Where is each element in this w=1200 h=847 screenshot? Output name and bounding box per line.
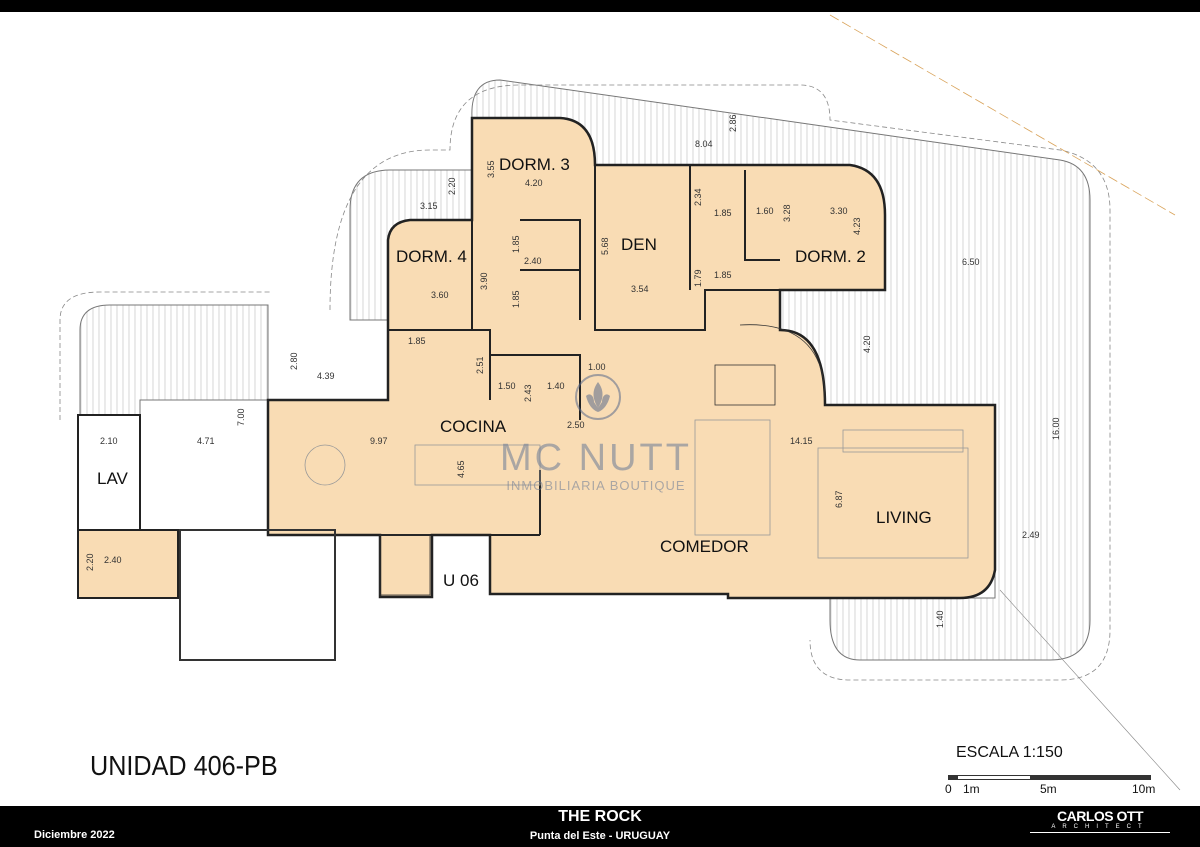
property-line [829,14,1176,216]
dim: 2.49 [1022,530,1040,540]
project-name: THE ROCK [558,808,642,825]
scale-label: ESCALA 1:150 [956,744,1063,761]
architect-name: CARLOS OTT [1057,808,1144,824]
dim: 4.71 [197,436,215,446]
dim: 5.68 [600,237,610,255]
scale-tick: 1m [963,782,980,796]
roof-outline [59,84,1111,681]
room-label-cocina: COCINA [440,417,507,436]
svg-text:MC NUTT: MC NUTT [500,437,692,479]
dim: 2.20 [85,553,95,571]
dim: 4.39 [317,371,335,381]
dim: 6.87 [834,490,844,508]
dim: 2.80 [289,352,299,370]
room-label-living: LIVING [876,508,932,527]
terrace-west [79,304,269,416]
dim: 3.30 [830,206,848,216]
dim: 3.55 [486,160,496,178]
room-labels: DORM. 3 DORM. 4 DEN DORM. 2 COCINA LAV C… [97,155,932,590]
dim: 1.85 [714,208,732,218]
room-label-dorm3: DORM. 3 [499,155,570,174]
fleur-de-lis-icon [575,374,621,420]
room-label-lav: LAV [97,469,129,488]
dim: 1.85 [408,336,426,346]
project-location: Punta del Este - URUGUAY [529,830,671,842]
dim: 8.04 [695,139,713,149]
lav-room [77,414,141,531]
service-area [77,529,179,599]
dim: 7.00 [236,408,246,426]
scale-tick: 10m [1132,782,1156,796]
dim: 3.15 [420,201,438,211]
dim: 1.85 [511,235,521,253]
dim: 1.79 [693,269,703,287]
room-label-dorm2: DORM. 2 [795,247,866,266]
dim: 2.34 [693,188,703,206]
unit-code-label: U 06 [443,571,479,590]
dim: 2.50 [567,420,585,430]
dim: 1.60 [756,206,774,216]
scale-tick: 5m [1040,782,1057,796]
top-border [0,0,1200,12]
dim: 3.90 [479,272,489,290]
architect-logo: CARLOS OTT ARCHITECT [1030,808,1170,833]
dim: 4.23 [852,217,862,235]
svg-text:INMOBILIARIA BOUTIQUE: INMOBILIARIA BOUTIQUE [506,478,685,493]
property-line-2 [999,589,1181,791]
furniture [304,419,969,559]
room-label-comedor: COMEDOR [660,537,749,556]
dim: 2.51 [475,356,485,374]
scale-graphic [948,775,1151,780]
dim: 2.40 [524,256,542,266]
dim: 2.10 [100,436,118,446]
unit-title: UNIDAD 406-PB [90,750,278,781]
dim: 3.28 [782,204,792,222]
dim: 4.20 [525,178,543,188]
dim: 2.43 [523,384,533,402]
dim: 2.20 [447,177,457,195]
dim: 16.00 [1051,417,1061,440]
dim: 2.86 [728,114,738,132]
room-label-dorm4: DORM. 4 [396,247,467,266]
dim: 1.00 [588,362,606,372]
room-label-den: DEN [621,235,657,254]
dim: 1.40 [547,381,565,391]
fleur-de-lis-shape [586,382,610,412]
dim: 6.50 [962,257,980,267]
architect-subtitle: ARCHITECT [1030,824,1170,833]
title-block: Diciembre 2022 THE ROCK Punta del Este -… [0,806,1200,847]
dimension-labels: 2.86 8.04 3.55 4.20 2.20 3.15 1.85 2.40 … [85,114,1061,628]
unit-floor-area [266,116,997,600]
dim: 1.85 [511,290,521,308]
floor-plan: 2.86 8.04 3.55 4.20 2.20 3.15 1.85 2.40 … [59,14,1181,791]
dim: 1.50 [498,381,516,391]
staircase [179,324,826,661]
scale-tick: 0 [945,782,952,796]
dim: 1.85 [714,270,732,280]
dim: 3.60 [431,290,449,300]
dim: 14.15 [790,436,813,446]
dim: 1.40 [935,610,945,628]
dim: 2.40 [104,555,122,565]
dim: 4.20 [862,335,872,353]
dim: 3.54 [631,284,649,294]
dim: 4.65 [456,460,466,478]
dim: 9.97 [370,436,388,446]
date-label: Diciembre 2022 [34,829,115,841]
mcnutt-watermark: MC NUTT INMOBILIARIA BOUTIQUE [500,374,692,493]
